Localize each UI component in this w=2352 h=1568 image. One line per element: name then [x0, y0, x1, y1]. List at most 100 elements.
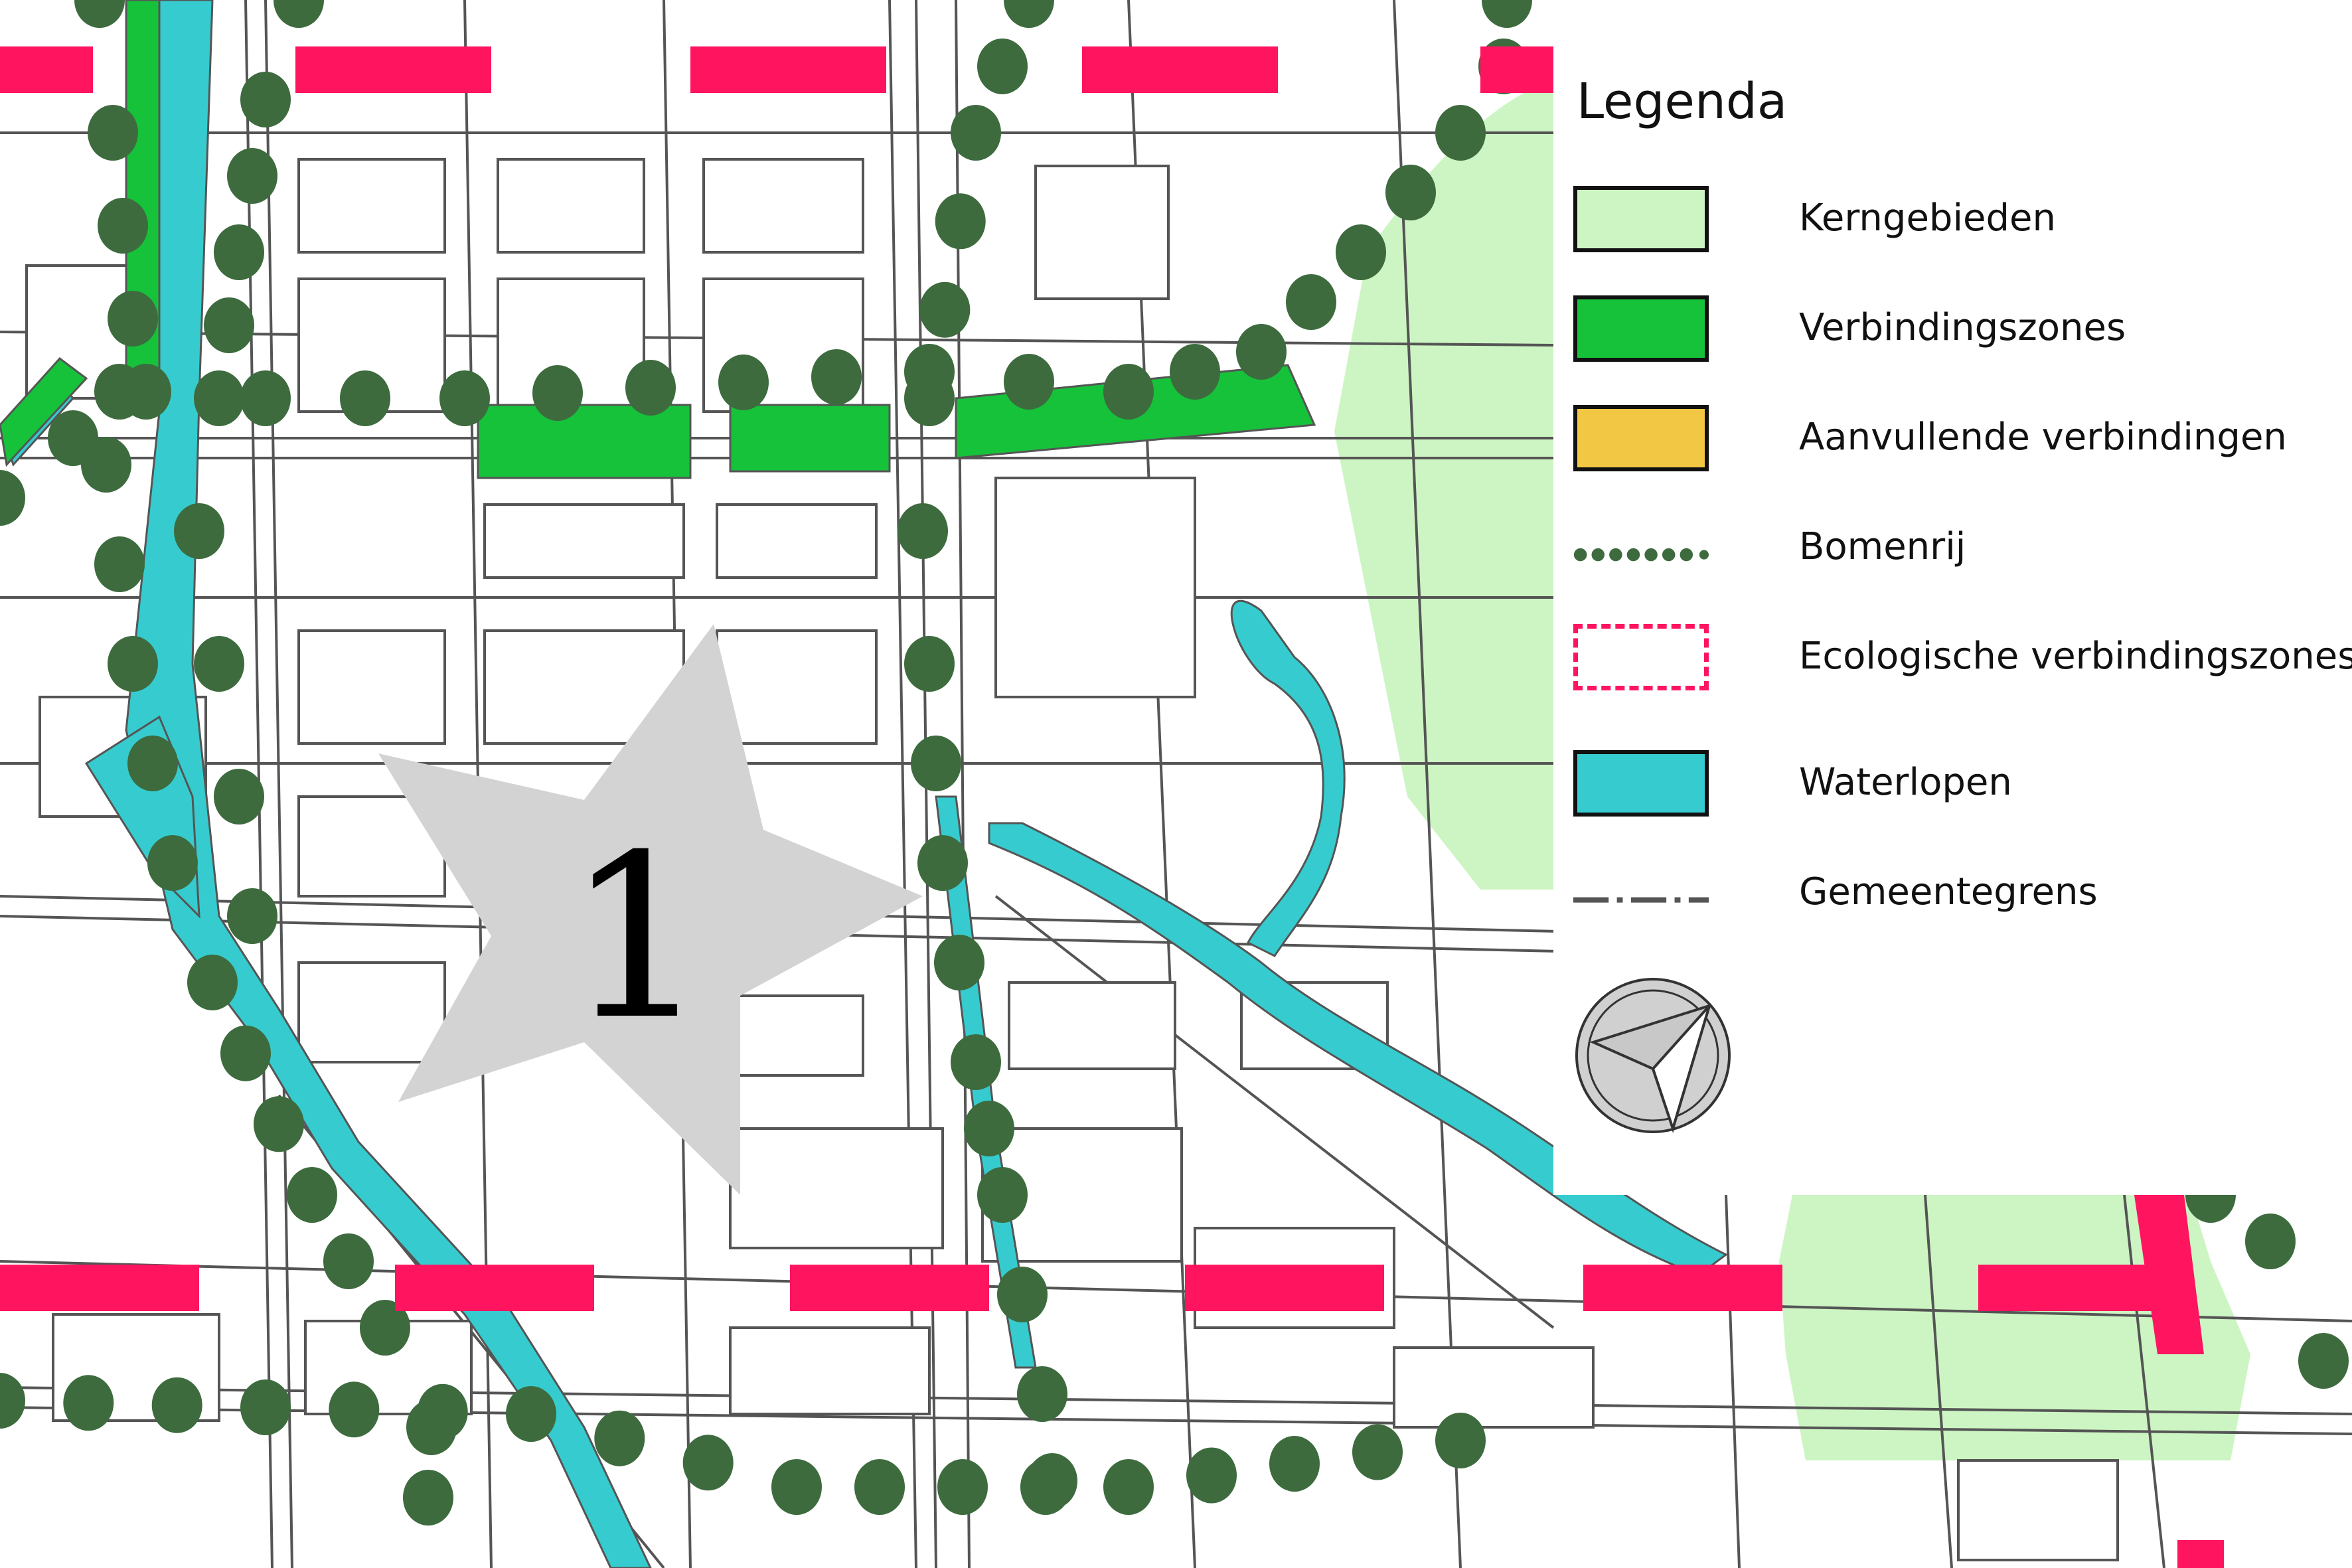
tree	[964, 1101, 1014, 1156]
tree	[147, 835, 198, 891]
tree-row-icon	[1573, 548, 1709, 562]
tree	[204, 297, 254, 353]
kerngebieden-swatch	[1573, 186, 1709, 252]
tree	[174, 503, 224, 559]
tree	[194, 370, 244, 426]
tree	[194, 636, 244, 692]
marker-label: 1	[566, 807, 709, 1069]
tree	[682, 1435, 734, 1491]
tree	[0, 470, 25, 526]
tree	[935, 193, 986, 250]
legend-item-verbindingszones: Verbindingszones	[1553, 289, 2352, 375]
boundary-line-icon	[1573, 897, 1709, 903]
tree	[977, 1167, 1028, 1223]
north-arrow-icon	[1575, 978, 1731, 1133]
star-marker	[378, 624, 923, 1195]
tree	[919, 281, 971, 338]
tree	[1103, 1459, 1154, 1515]
tree	[1482, 0, 1532, 28]
tree	[904, 370, 955, 426]
canal-main	[125, 0, 652, 1568]
tree	[127, 736, 178, 791]
tree	[240, 370, 291, 426]
legend-item-kerngebieden: Kerngebieden	[1553, 179, 2352, 266]
link-zones	[0, 0, 1316, 479]
tree	[934, 935, 984, 990]
tree	[108, 636, 158, 692]
tree	[1186, 1447, 1237, 1504]
legend-title: Legenda	[1577, 73, 1788, 130]
tree	[94, 536, 145, 592]
tree	[898, 503, 948, 559]
tree	[417, 1383, 468, 1440]
tree	[1286, 274, 1336, 330]
tree	[187, 955, 238, 1010]
waterlopen-swatch	[1573, 750, 1709, 817]
tree	[506, 1386, 556, 1442]
legend-label-gemeentegrens: Gemeentegrens	[1799, 870, 2098, 913]
tree	[63, 1375, 114, 1431]
tree	[904, 636, 955, 692]
legend-label-verbindingszones: Verbindingszones	[1799, 306, 2126, 349]
link-zone-2	[729, 404, 891, 473]
tree	[854, 1459, 905, 1515]
legend-panel: Legenda Kerngebieden Verbindingszones Aa…	[1553, 0, 2352, 1195]
tree	[718, 354, 769, 410]
tree-rows	[0, 0, 2349, 1526]
tree	[74, 0, 125, 28]
tree	[811, 349, 862, 405]
tree	[240, 1379, 291, 1435]
tree	[1020, 1459, 1071, 1515]
legend-label-aanvullende: Aanvullende verbindingen	[1799, 416, 2287, 459]
link-zone-west	[0, 356, 88, 467]
tree	[274, 0, 324, 28]
legend-label-bomenrij: Bomenrij	[1799, 525, 1966, 568]
tree	[214, 224, 264, 280]
tree	[977, 39, 1028, 94]
tree	[220, 1025, 271, 1081]
tree	[1435, 1413, 1486, 1468]
tree	[240, 72, 291, 127]
verbindingszones-swatch	[1573, 295, 1709, 362]
tree	[1103, 364, 1154, 420]
tree	[108, 291, 158, 347]
legend-item-bomenrij: Bomenrij	[1553, 508, 2352, 594]
tree	[340, 370, 390, 426]
tree	[951, 105, 1001, 161]
tree	[1352, 1424, 1403, 1480]
tree	[48, 410, 98, 466]
ecological-zones	[0, 46, 2224, 1568]
tree	[227, 148, 277, 204]
canal-loop	[1230, 599, 1346, 957]
tree	[917, 835, 968, 891]
tree	[0, 1373, 25, 1429]
eco-zone-swatch	[1573, 624, 1709, 690]
link-zone-1	[477, 404, 692, 479]
tree	[1385, 165, 1436, 220]
tree	[937, 1459, 988, 1515]
tree	[951, 1034, 1001, 1090]
tree	[227, 888, 277, 944]
tree	[1004, 0, 1054, 28]
tree	[98, 198, 148, 254]
location-marker-1[interactable]: 1	[378, 624, 923, 1195]
tree	[1236, 324, 1287, 380]
legend-label-eco: Ecologische verbindingszones	[1799, 635, 2352, 678]
tree	[1435, 105, 1486, 161]
tree	[121, 364, 171, 420]
tree	[1017, 1366, 1067, 1422]
tree	[532, 365, 583, 421]
tree	[2298, 1333, 2349, 1389]
legend-item-eco: Ecologische verbindingszones	[1553, 617, 2352, 704]
legend-label-kerngebieden: Kerngebieden	[1799, 196, 2056, 240]
tree	[1269, 1436, 1320, 1492]
tree	[439, 370, 490, 426]
tree	[323, 1233, 374, 1289]
tree	[594, 1410, 645, 1466]
legend-item-gemeentegrens: Gemeentegrens	[1553, 853, 2352, 939]
tree	[360, 1300, 410, 1356]
tree	[1170, 344, 1220, 400]
tree	[329, 1381, 380, 1438]
